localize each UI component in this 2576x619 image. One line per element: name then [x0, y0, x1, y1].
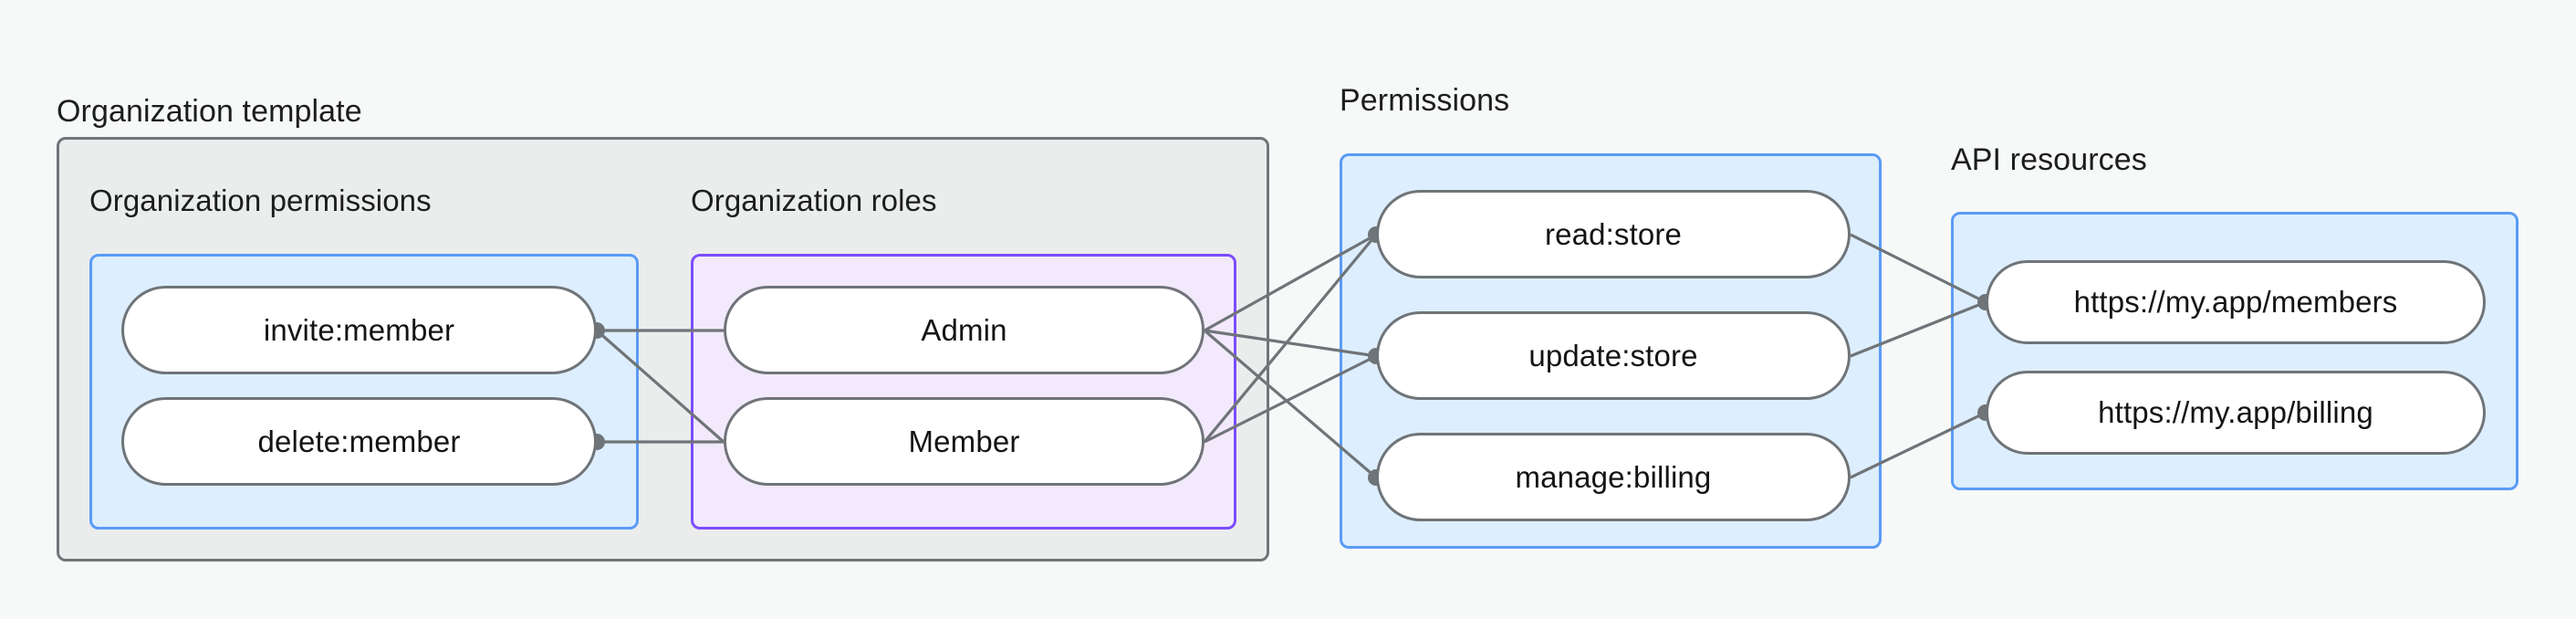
group-title-api-resources: API resources: [1951, 142, 2147, 177]
node-manage-billing[interactable]: manage:billing: [1376, 433, 1851, 521]
node-admin[interactable]: Admin: [724, 286, 1205, 374]
node-api-billing[interactable]: https://my.app/billing: [1986, 371, 2486, 455]
group-title-organization-permissions: Organization permissions: [89, 184, 432, 217]
node-api-members[interactable]: https://my.app/members: [1986, 260, 2486, 344]
node-delete-member[interactable]: delete:member: [121, 397, 597, 486]
node-invite-member[interactable]: invite:member: [121, 286, 597, 374]
node-member[interactable]: Member: [724, 397, 1205, 486]
group-title-organization-roles: Organization roles: [691, 184, 937, 217]
node-update-store[interactable]: update:store: [1376, 311, 1851, 400]
node-read-store[interactable]: read:store: [1376, 190, 1851, 278]
group-title-permissions: Permissions: [1340, 83, 1510, 118]
group-title-organization-template: Organization template: [57, 94, 362, 129]
